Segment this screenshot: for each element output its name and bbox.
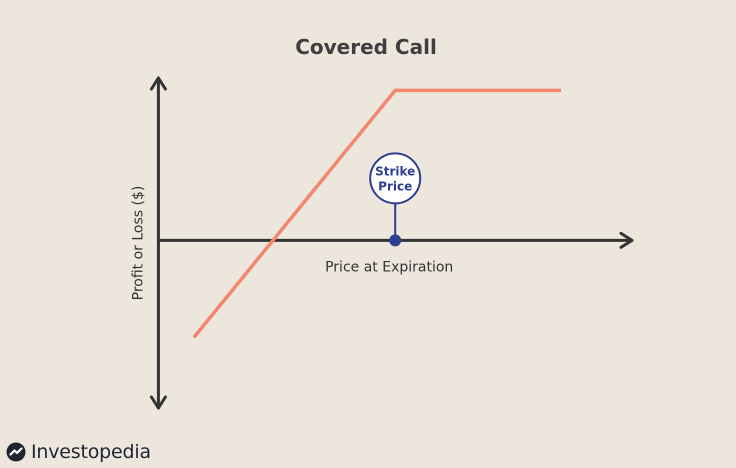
strike-point [389,234,402,247]
payoff-line [192,88,561,339]
brand: Investopedia [6,439,151,465]
y-axis-arrow-bottom [149,395,167,410]
y-axis-label: Profit or Loss ($) [130,186,146,301]
strike-bubble [369,152,422,205]
investopedia-logo-icon [6,442,26,462]
x-axis-arrow [619,231,634,249]
x-axis-label: Price at Expiration [325,259,453,275]
strike-label-line-2: Price [378,179,412,193]
strike-annotation: Strike Price [369,152,422,247]
brand-name: Investopedia [31,441,151,463]
strike-label-line-1: Strike [375,164,415,178]
chart-title: Covered Call [295,35,437,59]
y-axis-arrow-top [149,76,167,91]
